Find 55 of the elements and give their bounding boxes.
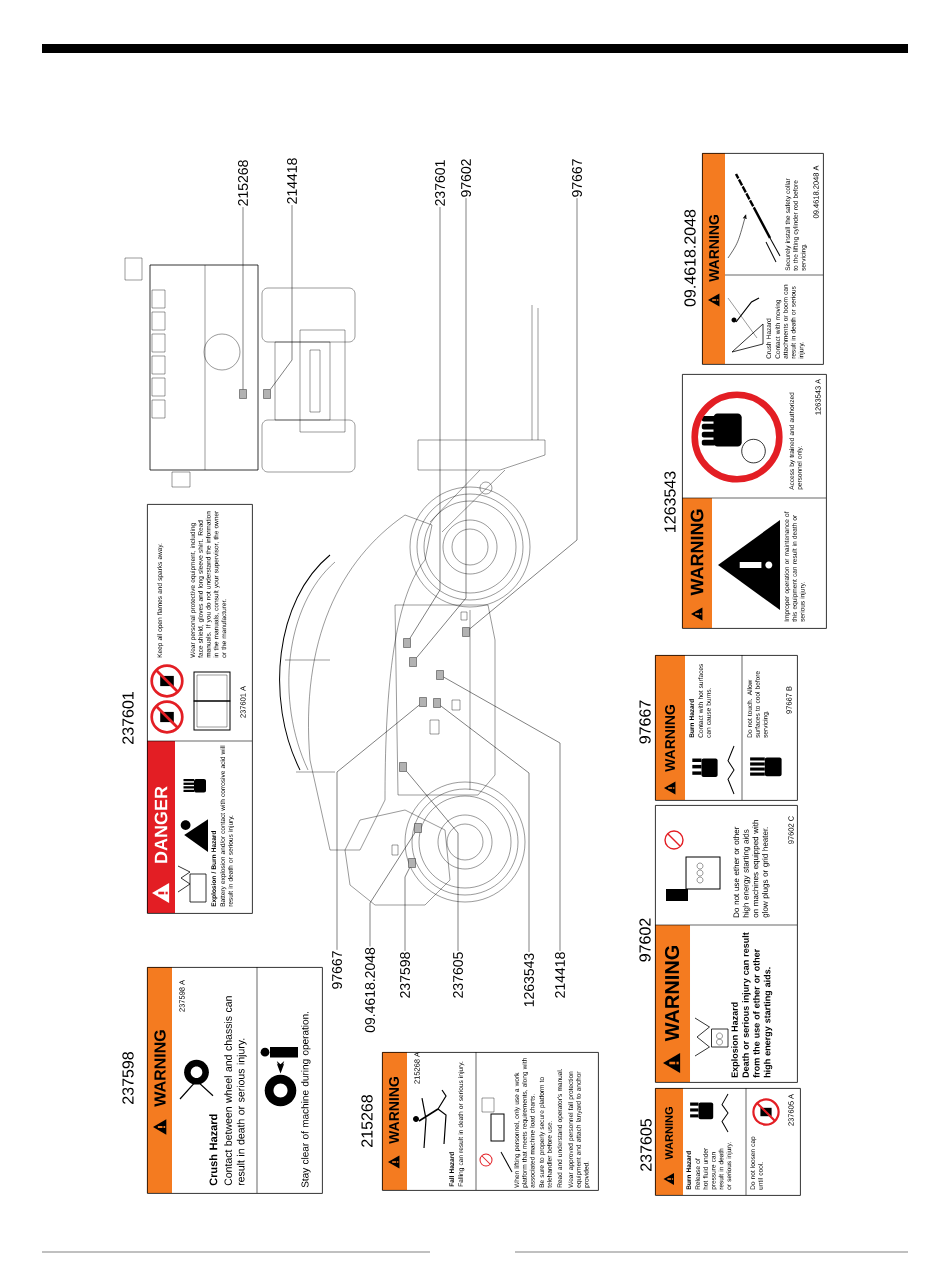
hazard-text: Crush Hazard	[209, 1114, 218, 1186]
leader-line	[406, 771, 459, 952]
leader-line	[336, 704, 420, 951]
decal-spot	[403, 638, 411, 648]
leader-line	[242, 206, 244, 390]
leader-line	[369, 832, 416, 947]
decal-spot	[263, 389, 271, 399]
signal-word: WARNING	[709, 215, 719, 282]
part-number: 237605	[640, 1119, 652, 1171]
signal-word: WARNING	[665, 1107, 673, 1160]
leader-line	[416, 197, 467, 658]
callout-number: 97667	[572, 159, 582, 197]
decal-spot	[433, 698, 441, 708]
callout-number: 214418	[287, 158, 297, 204]
part-number: 237598	[122, 1052, 134, 1104]
decal-spot	[436, 670, 444, 680]
leader-line	[469, 197, 578, 630]
decal-spot	[239, 389, 247, 399]
leader-line	[270, 204, 293, 390]
part-number: 237601	[122, 692, 134, 744]
callout-number: 214418	[555, 952, 565, 998]
callout-number: 237598	[400, 952, 410, 998]
leader-line	[443, 676, 561, 952]
callout-number: 237605	[453, 952, 463, 998]
callout-number: 97667	[332, 951, 342, 989]
part-number: 97667	[639, 700, 651, 744]
signal-word: WARNING	[690, 509, 704, 596]
signal-word: DANGER	[154, 786, 168, 863]
signal-word: WARNING	[664, 945, 680, 1042]
leader-line	[440, 705, 530, 953]
part-number: 1263543	[664, 471, 676, 532]
callout-number: 237601	[435, 160, 445, 206]
callout-number: 09.4618.2048	[365, 947, 375, 1033]
callout-number: 215268	[238, 160, 248, 206]
hazard-text: Contact between wheel and chassis can result in death or serious injury.	[224, 996, 247, 1186]
hazard-text: Stay clear of machine during operation.	[301, 1012, 311, 1188]
decal-spot	[414, 823, 422, 833]
part-number: 97602	[639, 918, 651, 962]
decal-spot	[399, 762, 407, 772]
part-number: 09.4618.2048	[684, 209, 696, 307]
signal-word: WARNING	[389, 1077, 399, 1144]
leader-line	[409, 206, 441, 639]
decal-spot	[462, 627, 470, 637]
hazard-text: Explosion Hazard	[731, 1002, 740, 1078]
callout-number: 97602	[461, 159, 471, 197]
hazard-text: Do not use ether or other high energy starting aids on machines equipped with glow plugs or grid heater.	[733, 820, 770, 918]
callout-number: 1263543	[524, 953, 534, 1007]
part-number: 215268	[361, 1095, 373, 1147]
decal-spot	[408, 858, 416, 868]
hazard-text: Death or serious injury can result from the use of ether or other high energy starting aids.	[742, 932, 773, 1078]
signal-word: WARNING	[665, 705, 675, 772]
leader-line	[404, 867, 410, 952]
decal-spot	[419, 697, 427, 707]
decal-spot	[409, 657, 417, 667]
signal-word: WARNING	[154, 1030, 166, 1107]
